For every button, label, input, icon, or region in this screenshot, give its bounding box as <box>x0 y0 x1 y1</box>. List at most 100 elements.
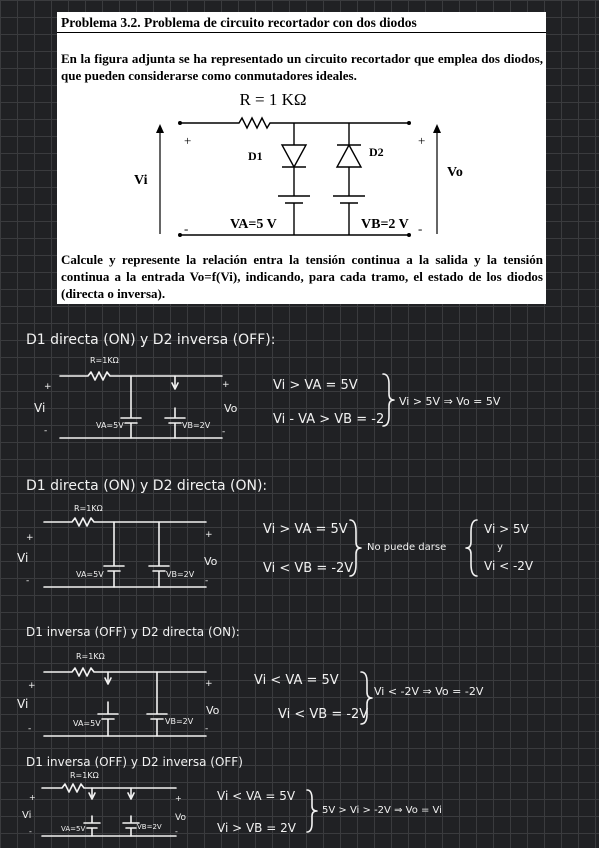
problem-intro: En la figura adjunta se ha representado … <box>61 51 543 83</box>
case-3-vb-branch <box>146 671 168 737</box>
case-3: D1 inversa (OFF) y D2 directa (ON): R=1K… <box>17 625 484 737</box>
problem-task: Calcule y represente la relación entra l… <box>61 252 543 301</box>
case-2-cond-1: Vi > VA = 5V <box>263 522 348 537</box>
case-3-va-branch <box>97 671 119 737</box>
case-1-out-minus: - <box>222 427 225 437</box>
vo-arrowhead <box>433 124 441 133</box>
case-3-heading: D1 inversa (OFF) y D2 directa (ON): <box>26 625 240 639</box>
case-1-vi: Vi <box>34 401 45 415</box>
case-2-vb-branch <box>148 521 170 588</box>
case-2-vb-label: VB=2V <box>166 570 195 579</box>
case-4-va-label: VA=5V <box>61 825 85 833</box>
case-3-brace <box>360 671 373 725</box>
case-1-top-wire <box>59 371 223 381</box>
case-1-resistor-label: R=1KΩ <box>90 356 119 365</box>
case-2-result: No puede darse <box>367 542 446 553</box>
case-4-heading: D1 inversa (OFF) y D2 inversa (OFF) <box>26 755 243 769</box>
case-1-vo: Vo <box>224 402 238 415</box>
case-2-minus: - <box>26 576 29 586</box>
resistor-label: R = 1 KΩ <box>239 90 306 109</box>
case-3-out-minus: - <box>205 724 208 734</box>
case-3-cond-1: Vi < VA = 5V <box>254 673 339 688</box>
case-4-minus: - <box>29 827 32 836</box>
input-node-top <box>178 121 182 125</box>
output-node-top <box>407 121 411 125</box>
case-4: D1 inversa (OFF) y D2 inversa (OFF) R=1K… <box>22 755 442 837</box>
input-minus-sign: - <box>184 221 188 236</box>
case-4-va-branch <box>83 787 101 837</box>
d2-label: D2 <box>369 145 384 159</box>
case-3-vo: Vo <box>206 704 220 717</box>
case-4-vb-branch <box>122 787 140 837</box>
vb-label: VB=2 V <box>361 217 409 232</box>
case-3-vb-label: VB=2V <box>165 717 194 726</box>
case-1-result: Vi > 5V ⇒ Vo = 5V <box>399 395 501 408</box>
output-minus-sign: - <box>418 221 422 236</box>
case-2-va-branch <box>103 521 125 588</box>
case-1-va-branch <box>120 375 142 439</box>
case-3-plus: + <box>28 681 36 691</box>
case-1-cond-1: Vi > VA = 5V <box>273 378 358 393</box>
top-wire-resistor <box>180 116 409 130</box>
case-4-top-wire <box>41 783 177 793</box>
case-4-cond-1: Vi < VA = 5V <box>217 789 296 803</box>
case-1-minus: - <box>44 426 47 436</box>
case-2-out-minus: - <box>205 576 208 586</box>
case-4-cond-2: Vi > VB = 2V <box>217 821 297 835</box>
case-4-resistor-label: R=1KΩ <box>70 771 99 780</box>
case-2-plus: + <box>26 533 34 543</box>
case-2-alt-2: Vi < -2V <box>484 559 534 573</box>
case-4-out-minus: - <box>175 827 178 836</box>
case-4-out-plus: + <box>175 794 182 803</box>
output-node-bottom <box>407 233 411 237</box>
case-3-cond-2: Vi < VB = -2V <box>278 707 368 722</box>
case-3-resistor-label: R=1KΩ <box>76 652 105 661</box>
case-1-vb-label: VB=2V <box>182 421 211 430</box>
input-node-bottom <box>178 233 182 237</box>
case-2-vo: Vo <box>204 555 218 568</box>
d1-diode <box>280 144 308 169</box>
case-4-vo: Vo <box>175 813 186 823</box>
case-4-vb-label: VB=2V <box>137 823 162 831</box>
vi-label: Vi <box>134 173 148 188</box>
case-2-alt-y: y <box>497 542 503 553</box>
case-2-cond-2: Vi < VB = -2V <box>263 561 353 576</box>
case-4-vi: Vi <box>22 810 31 821</box>
case-1-va-label: VA=5V <box>96 421 124 430</box>
case-3-minus: - <box>28 724 31 734</box>
case-2-out-plus: + <box>205 530 213 540</box>
case-2-open-brace <box>465 519 478 577</box>
case-1: D1 directa (ON) y D2 inversa (OFF): R=1K… <box>26 332 501 439</box>
case-1-heading: D1 directa (ON) y D2 inversa (OFF): <box>26 332 275 348</box>
case-1-out-plus: + <box>222 380 230 390</box>
case-1-brace <box>382 373 395 427</box>
output-plus-sign: + <box>418 133 425 148</box>
title-divider <box>57 32 546 33</box>
case-2: D1 directa (ON) y D2 directa (ON): R=1KΩ… <box>17 478 534 588</box>
case-2-top-wire <box>43 517 207 527</box>
vi-arrowhead <box>156 124 164 133</box>
d1-label: D1 <box>248 149 263 163</box>
case-4-brace <box>306 789 318 833</box>
case-3-va-label: VA=5V <box>73 719 101 728</box>
va-label: VA=5 V <box>230 217 277 232</box>
problem-card: Problema 3.2. Problema de circuito recor… <box>57 12 546 304</box>
case-1-vb-branch <box>164 375 186 439</box>
case-2-alt-1: Vi > 5V <box>484 522 530 536</box>
case-2-vi: Vi <box>17 551 28 565</box>
input-plus-sign: + <box>184 133 191 148</box>
case-4-result: 5V > Vi > -2V ⇒ Vo = Vi <box>322 805 442 816</box>
case-1-plus: + <box>44 382 52 392</box>
case-2-resistor-label: R=1KΩ <box>74 504 103 513</box>
circuit-diagram: R = 1 KΩ + - + - Vi Vo D1 D2 <box>134 90 463 237</box>
case-3-top-wire <box>43 667 207 677</box>
case-3-out-plus: + <box>205 679 213 689</box>
case-2-brace <box>349 519 362 577</box>
case-4-plus: + <box>29 793 36 802</box>
case-2-va-label: VA=5V <box>76 570 104 579</box>
vo-label: Vo <box>447 165 463 180</box>
problem-title: Problema 3.2. Problema de circuito recor… <box>61 15 417 30</box>
case-2-heading: D1 directa (ON) y D2 directa (ON): <box>26 478 267 494</box>
case-3-result: Vi < -2V ⇒ Vo = -2V <box>374 685 484 698</box>
